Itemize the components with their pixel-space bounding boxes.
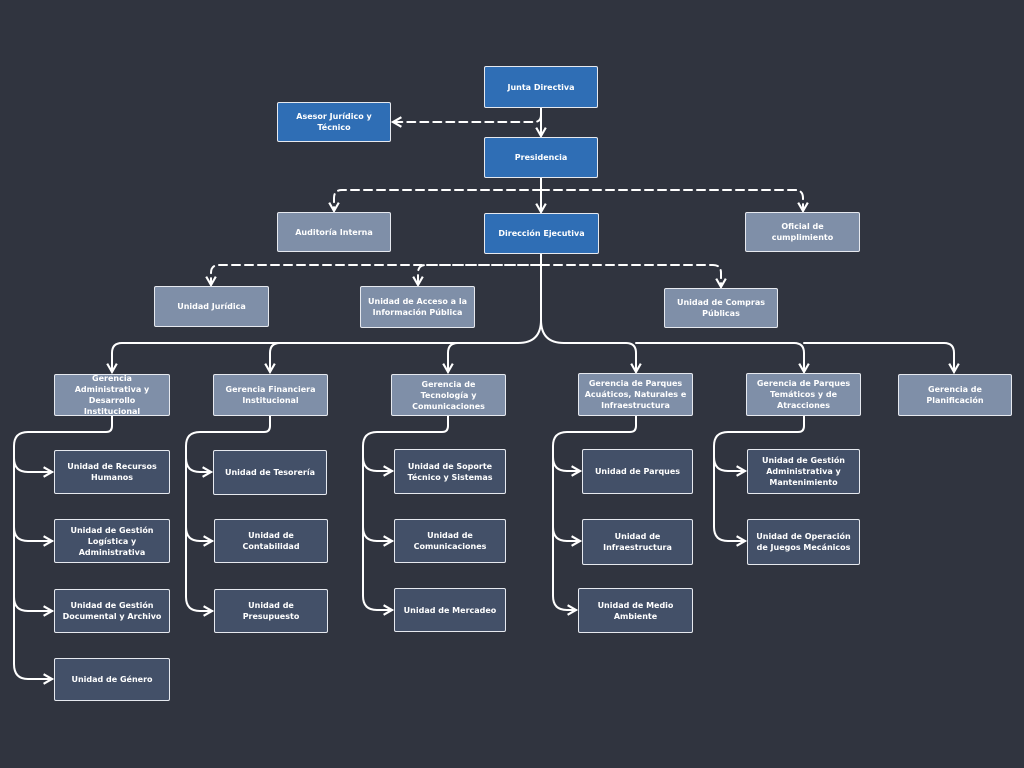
line-ger-parques-tem — [635, 342, 810, 375]
box-presidencia-label: Presidencia — [514, 153, 568, 162]
box-unidad-acceso-informacion-label: Unidad de Acceso a la Información Públic… — [368, 297, 467, 317]
line-tec-u1 — [362, 456, 395, 477]
box-asesor-juridico[interactable]: Asesor Jurídico y Técnico — [277, 102, 391, 142]
line-ger-fin — [264, 342, 281, 375]
line-tec-u2 — [362, 526, 395, 547]
box-unidad-tesoreria[interactable]: Unidad de Tesorería — [213, 450, 327, 495]
box-unidad-juridica-label: Unidad Jurídica — [177, 302, 246, 311]
box-unidad-gestion-administrativa-mant-label: Unidad de Gestión Administrativa y Mante… — [761, 456, 846, 487]
box-gerencia-financiera-label: Gerencia Financiera Institucional — [225, 385, 316, 405]
box-gerencia-administrativa[interactable]: Gerencia Administrativa y Desarrollo Ins… — [54, 374, 170, 416]
box-unidad-compras-publicas-label: Unidad de Compras Públicas — [676, 298, 766, 318]
line-tem-trunk — [713, 415, 805, 547]
box-unidad-comunicaciones[interactable]: Unidad de Comunicaciones — [394, 519, 506, 563]
box-unidad-tesoreria-label: Unidad de Tesorería — [224, 468, 316, 477]
box-junta-directiva[interactable]: Junta Directiva — [484, 66, 598, 108]
box-presidencia[interactable]: Presidencia — [484, 137, 598, 178]
box-unidad-soporte-tecnico-label: Unidad de Soporte Técnico y Sistemas — [407, 461, 493, 482]
line-fin-trunk — [185, 415, 271, 617]
line-ger-plan — [803, 342, 960, 375]
line-asesor — [390, 114, 542, 128]
line-admin-u2 — [13, 526, 55, 547]
line-ger-tec — [442, 342, 459, 375]
box-unidad-acceso-informacion[interactable]: Unidad de Acceso a la Información Públic… — [360, 286, 475, 328]
box-gerencia-parques-tematicos[interactable]: Gerencia de Parques Temáticos y de Atrac… — [746, 373, 861, 416]
box-gerencia-tecnologia[interactable]: Gerencia de Tecnología y Comunicaciones — [391, 374, 506, 416]
line-tem-u1 — [713, 456, 748, 477]
box-unidad-infraestructura-label: Unidad de Infraestructura — [603, 532, 672, 552]
line-admin-u1 — [13, 457, 55, 478]
line-acu-u2 — [552, 526, 583, 547]
box-unidad-contabilidad[interactable]: Unidad de Contabilidad — [214, 519, 328, 563]
box-unidad-gestion-documental[interactable]: Unidad de Gestión Documental y Archivo — [54, 589, 170, 633]
box-gerencia-planificacion-label: Gerencia de Planificación — [926, 385, 984, 405]
line-tec-trunk — [362, 415, 449, 616]
box-gerencia-parques-acuaticos[interactable]: Gerencia de Parques Acuáticos, Naturales… — [578, 373, 693, 416]
box-gerencia-financiera[interactable]: Gerencia Financiera Institucional — [213, 374, 328, 416]
box-unidad-genero-label: Unidad de Género — [71, 675, 153, 684]
line-unidad-compras — [540, 264, 727, 290]
line-ger-parques-acu — [563, 342, 642, 375]
line-auditoria — [328, 189, 542, 214]
box-unidad-contabilidad-label: Unidad de Contabilidad — [242, 531, 300, 551]
line-oficial — [540, 189, 809, 214]
line-main-trunk-right — [540, 319, 565, 344]
line-ger-admin — [106, 342, 519, 375]
box-direccion-ejecutiva[interactable]: Dirección Ejecutiva — [484, 213, 599, 254]
line-admin-trunk — [13, 415, 113, 685]
box-gerencia-administrativa-label: Gerencia Administrativa y Desarrollo Ins… — [74, 374, 150, 416]
line-fin-u1 — [185, 457, 214, 478]
box-unidad-recursos-humanos-label: Unidad de Recursos Humanos — [67, 462, 157, 482]
box-gerencia-parques-tematicos-label: Gerencia de Parques Temáticos y de Atrac… — [756, 379, 851, 410]
box-junta-directiva-label: Junta Directiva — [507, 82, 575, 92]
box-direccion-ejecutiva-label: Dirección Ejecutiva — [498, 229, 585, 238]
line-unidad-acceso — [412, 264, 542, 288]
box-unidad-gestion-logistica-label: Unidad de Gestión Logística y Administra… — [70, 525, 154, 557]
box-unidad-comunicaciones-label: Unidad de Comunicaciones — [413, 531, 487, 551]
box-unidad-parques-label: Unidad de Parques — [594, 467, 681, 476]
box-unidad-genero[interactable]: Unidad de Género — [54, 658, 170, 701]
box-gerencia-planificacion[interactable]: Gerencia de Planificación — [898, 374, 1012, 416]
box-unidad-compras-publicas[interactable]: Unidad de Compras Públicas — [664, 288, 778, 328]
box-unidad-infraestructura[interactable]: Unidad de Infraestructura — [582, 519, 693, 565]
box-oficial-cumplimiento-label: Oficial de cumplimiento — [771, 222, 834, 242]
box-unidad-recursos-humanos[interactable]: Unidad de Recursos Humanos — [54, 450, 170, 494]
line-acu-u1 — [552, 456, 583, 477]
box-auditoria-interna-label: Auditoría Interna — [295, 227, 373, 237]
box-unidad-medio-ambiente[interactable]: Unidad de Medio Ambiente — [578, 588, 693, 633]
line-acu-trunk — [552, 415, 637, 616]
box-auditoria-interna[interactable]: Auditoría Interna — [277, 212, 391, 252]
box-oficial-cumplimiento[interactable]: Oficial de cumplimiento — [745, 212, 860, 252]
line-unidad-juridica — [205, 253, 542, 288]
box-unidad-operacion-juegos-label: Unidad de Operación de Juegos Mecánicos — [756, 532, 851, 552]
box-unidad-gestion-logistica[interactable]: Unidad de Gestión Logística y Administra… — [54, 519, 170, 563]
box-unidad-gestion-administrativa-mant[interactable]: Unidad de Gestión Administrativa y Mante… — [747, 449, 860, 494]
line-admin-u3 — [13, 596, 55, 617]
box-unidad-presupuesto-label: Unidad de Presupuesto — [242, 601, 300, 621]
box-unidad-medio-ambiente-label: Unidad de Medio Ambiente — [597, 600, 674, 621]
box-unidad-gestion-documental-label: Unidad de Gestión Documental y Archivo — [62, 601, 162, 621]
box-unidad-parques[interactable]: Unidad de Parques — [582, 449, 693, 494]
box-unidad-mercadeo[interactable]: Unidad de Mercadeo — [394, 588, 506, 632]
line-main-trunk — [517, 253, 542, 344]
box-asesor-juridico-label: Asesor Jurídico y Técnico — [296, 112, 372, 132]
box-unidad-presupuesto[interactable]: Unidad de Presupuesto — [214, 589, 328, 633]
line-fin-u2 — [185, 526, 215, 547]
box-gerencia-tecnologia-label: Gerencia de Tecnología y Comunicaciones — [412, 379, 485, 411]
box-unidad-soporte-tecnico[interactable]: Unidad de Soporte Técnico y Sistemas — [394, 449, 506, 494]
box-unidad-juridica[interactable]: Unidad Jurídica — [154, 286, 269, 327]
box-unidad-mercadeo-label: Unidad de Mercadeo — [403, 605, 497, 615]
box-unidad-operacion-juegos[interactable]: Unidad de Operación de Juegos Mecánicos — [747, 519, 860, 565]
box-gerencia-parques-acuaticos-label: Gerencia de Parques Acuáticos, Naturales… — [584, 379, 687, 410]
